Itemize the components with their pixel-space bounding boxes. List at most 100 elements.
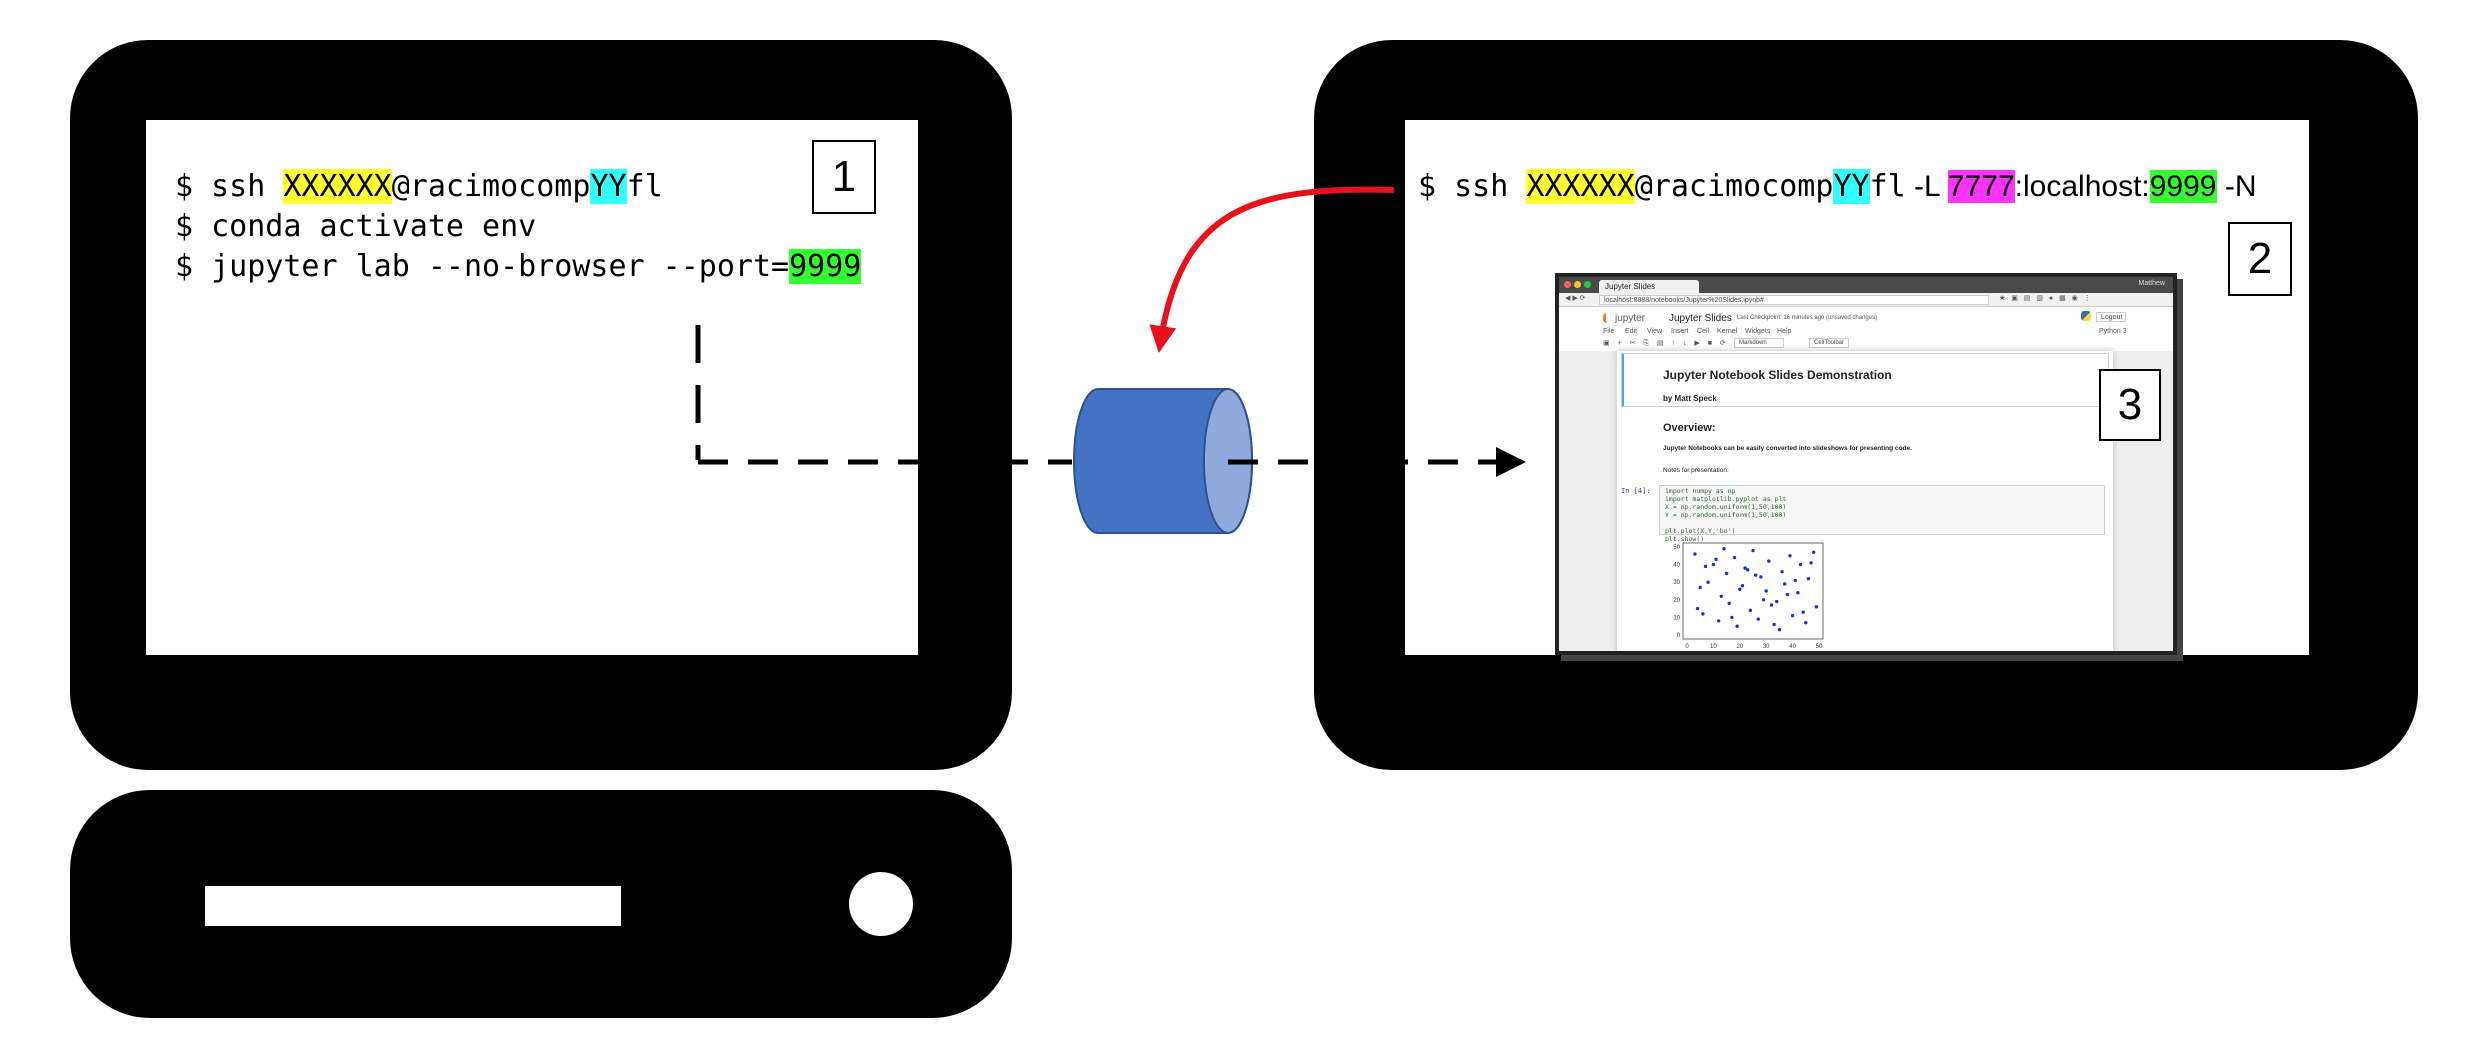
scatter-point: [1701, 612, 1705, 616]
host-suffix: fl: [626, 169, 663, 204]
scatter-point: [1703, 564, 1708, 569]
intro-text: Jupyter Notebooks can be easily converte…: [1663, 445, 1912, 452]
scatter-point: [1695, 606, 1700, 611]
scatter-point: [1804, 620, 1808, 625]
cell-type-select[interactable]: Markdown: [1734, 338, 1784, 348]
scatter-point: [1756, 617, 1760, 621]
scatter-point: [1777, 628, 1782, 632]
x-tick-label: 40: [1789, 644, 1796, 650]
menu-item-help[interactable]: Help: [1777, 328, 1792, 335]
scatter-point: [1740, 584, 1745, 588]
window-close-icon: [1564, 281, 1571, 288]
browser-tab[interactable]: Jupyter Slides: [1599, 280, 1699, 293]
notebook-name[interactable]: Jupyter Slides: [1669, 313, 1732, 324]
scatter-point: [1748, 608, 1753, 613]
jupyter-logo-icon: [1603, 313, 1611, 323]
scatter-point: [1759, 575, 1763, 579]
notes-text: Notes for presentation:: [1663, 467, 1729, 474]
cell-prompt: In [4]:: [1621, 487, 1651, 495]
code-cell[interactable]: [1659, 485, 2105, 535]
menu-item-kernel[interactable]: Kernel: [1717, 328, 1738, 335]
scatter-point: [1780, 569, 1784, 574]
kernel-indicator: Python 3: [2099, 328, 2127, 335]
host-suffix: fl: [1869, 169, 1906, 204]
x-tick-label: 20: [1736, 644, 1743, 650]
remote-port: 9999: [789, 249, 862, 284]
scatter-point: [1730, 615, 1734, 620]
no-command-flag: -N: [2216, 170, 2257, 203]
window-minimize-icon: [1574, 281, 1581, 288]
menu-item-file[interactable]: File: [1603, 328, 1615, 335]
scatter-point: [1714, 557, 1718, 562]
host-id-placeholder: YY: [590, 169, 627, 204]
scatter-point: [1769, 603, 1774, 607]
x-tick-label: 0: [1685, 644, 1689, 650]
scatter-point: [1706, 580, 1710, 584]
scatter-point: [1746, 568, 1750, 572]
x-tick-label: 50: [1816, 644, 1823, 650]
host-prefix: @racimocomp: [1634, 169, 1834, 204]
scatter-point: [1698, 585, 1702, 590]
python-logo-icon: [2081, 311, 2091, 321]
menu-item-cell[interactable]: Cell: [1697, 328, 1710, 335]
menu-item-insert[interactable]: Insert: [1671, 328, 1689, 335]
scatter-point: [1796, 591, 1800, 595]
notebook-title: Jupyter Notebook Slides Demonstration: [1663, 368, 1892, 382]
menu-item-widgets[interactable]: Widgets: [1745, 328, 1771, 335]
scatter-point: [1735, 624, 1739, 628]
scatter-point: [1724, 571, 1729, 576]
username-placeholder: XXXXXX: [1526, 169, 1635, 204]
localhost-text: :localhost:: [2014, 170, 2150, 203]
toolbar-icons[interactable]: ▣ + ✂ ⎘ ▤ ↑ ↓ ▶ ■ ⟳: [1603, 340, 1729, 347]
scatter-point: [1775, 599, 1779, 604]
jupyter-header: [1559, 308, 2173, 334]
scatter-point: [1732, 555, 1737, 560]
nav-arrows-icon[interactable]: ◀ ▶ ⟳: [1565, 295, 1586, 302]
local-port: 7777: [1947, 170, 2015, 203]
jupyter-app-name: jupyter: [1615, 313, 1646, 324]
scatter-point: [1793, 578, 1797, 583]
scatter-point: [1722, 547, 1726, 551]
y-tick-label: 50: [1673, 545, 1680, 551]
scatter-point: [1693, 552, 1697, 556]
scatter-point: [1809, 561, 1813, 565]
left-terminal-line-1: $ ssh XXXXXX@racimocompYYfl: [175, 168, 663, 206]
menu-item-view[interactable]: View: [1647, 328, 1663, 335]
scatter-point: [1743, 566, 1747, 570]
right-terminal-command: $ ssh XXXXXX@racimocompYYfl -L 7777:loca…: [1418, 168, 2257, 206]
scatter-point: [1767, 559, 1771, 563]
scatter-point: [1785, 592, 1790, 597]
username-placeholder: XXXXXX: [283, 169, 392, 204]
y-tick-label: 0: [1677, 633, 1681, 639]
window-maximize-icon: [1584, 281, 1591, 288]
plot-area: [1682, 542, 1824, 640]
x-tick-label: 30: [1763, 644, 1770, 650]
logout-button[interactable]: Logout: [2096, 312, 2126, 322]
jupyter-command: $ jupyter lab --no-browser --port=: [175, 249, 790, 284]
scatter-point: [1716, 619, 1721, 623]
x-tick-label: 10: [1710, 644, 1717, 650]
scatter-point: [1761, 598, 1766, 602]
y-tick-label: 20: [1673, 598, 1680, 604]
overview-heading: Overview:: [1663, 422, 1716, 434]
tunnel-flag: -L: [1905, 170, 1948, 203]
left-drive-slot: [205, 886, 621, 926]
scatter-point: [1738, 587, 1742, 591]
menu-item-edit[interactable]: Edit: [1625, 328, 1638, 335]
celltoolbar-button[interactable]: CellToolbar: [1809, 338, 1849, 348]
left-terminal-line-3: $ jupyter lab --no-browser --port=9999: [175, 248, 862, 286]
step-badge-3: 3: [2099, 369, 2161, 441]
scatter-point: [1798, 562, 1803, 567]
scatter-point: [1788, 554, 1792, 558]
scatter-point: [1801, 610, 1805, 614]
url-bar[interactable]: localhost:8888/notebooks/Jupyter%20Slide…: [1599, 295, 1989, 305]
step-badge-1: 1: [812, 140, 876, 214]
browser-extension-icons[interactable]: ★ ▣ ▤ ▥ ● ▦ ◉ ⋮: [1999, 295, 2093, 302]
jupyter-browser-screenshot: Jupyter Slides Matthew ◀ ▶ ⟳ localhost:8…: [1555, 273, 2177, 655]
scatter-point: [1812, 550, 1816, 554]
host-id-placeholder: YY: [1833, 169, 1870, 204]
checkpoint-status: Last Checkpoint: 16 minutes ago (unsaved…: [1737, 315, 1878, 321]
prompt-text: $ ssh: [1418, 169, 1527, 204]
